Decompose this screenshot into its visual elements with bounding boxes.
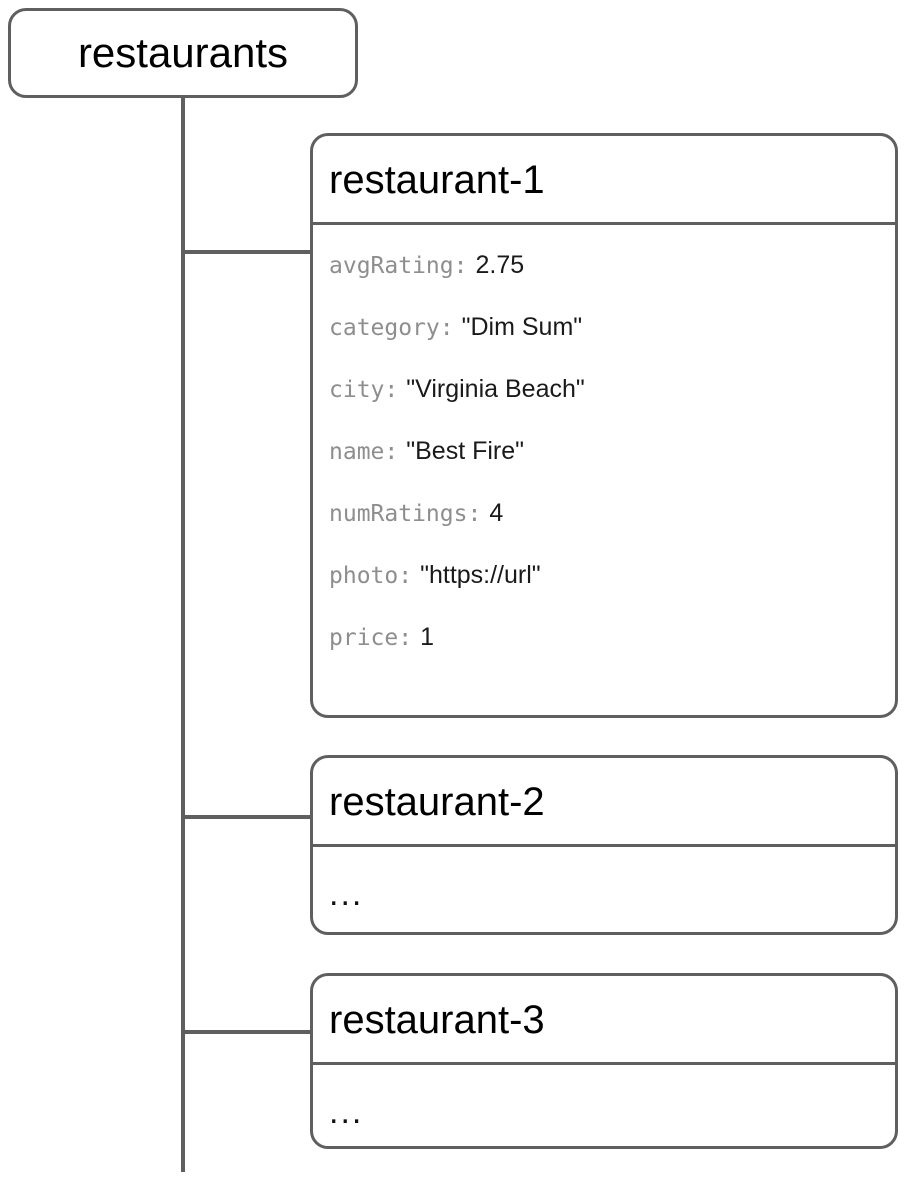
field-key: numRatings:: [329, 501, 482, 527]
document-card-title: restaurant-2: [313, 758, 895, 847]
field-row: name: "Best Fire": [329, 437, 895, 499]
field-value: 2.75: [475, 251, 525, 279]
field-key: category:: [329, 315, 454, 341]
collection-node-restaurants[interactable]: restaurants: [8, 8, 358, 98]
field-key: city:: [329, 377, 399, 403]
field-row: avgRating: 2.75: [329, 251, 895, 313]
document-card-restaurant-1[interactable]: restaurant-1 avgRating: 2.75 category: "Di…: [310, 133, 898, 718]
collection-node-label: restaurants: [77, 29, 289, 76]
field-value: "https://url": [420, 561, 541, 589]
document-body-ellipsis: ...: [329, 1093, 364, 1131]
document-field-list: avgRating: 2.75 category: "Dim Sum" city: "…: [313, 225, 895, 715]
field-row: category: "Dim Sum": [329, 313, 895, 375]
field-key: avgRating:: [329, 253, 468, 279]
field-row: price: 1: [329, 623, 895, 685]
field-value: 1: [420, 623, 434, 651]
field-value: "Dim Sum": [461, 313, 583, 341]
document-card-title: restaurant-1: [313, 136, 895, 225]
field-row: city: "Virginia Beach": [329, 375, 895, 437]
field-value: "Best Fire": [406, 437, 525, 465]
field-row: photo: "https://url": [329, 561, 895, 623]
document-body-ellipsis: ...: [329, 875, 364, 913]
field-value: "Virginia Beach": [406, 375, 585, 403]
field-row: numRatings: 4: [329, 499, 895, 561]
document-card-restaurant-2[interactable]: restaurant-2 ...: [310, 755, 898, 935]
field-key: photo:: [329, 563, 413, 589]
field-key: price:: [329, 625, 413, 651]
document-card-title: restaurant-3: [313, 976, 895, 1065]
field-key: name:: [329, 439, 399, 465]
document-card-restaurant-3[interactable]: restaurant-3 ...: [310, 973, 898, 1149]
field-value: 4: [489, 499, 504, 527]
